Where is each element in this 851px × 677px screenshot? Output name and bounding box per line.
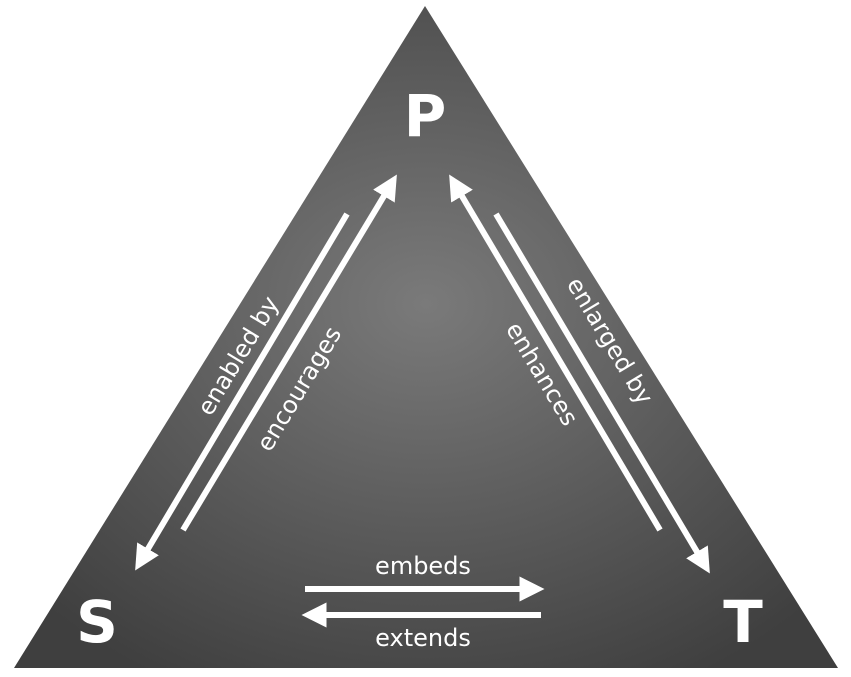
arrow-p-to-t bbox=[493, 212, 710, 574]
triangle-background bbox=[14, 6, 838, 668]
edge-label-embeds: embeds bbox=[375, 552, 471, 580]
node-label-p: P bbox=[404, 82, 447, 150]
edge-label-extends: extends bbox=[375, 624, 471, 652]
node-label-t: T bbox=[723, 588, 763, 656]
arrow-t-to-p bbox=[449, 174, 663, 532]
arrow-p-to-s bbox=[135, 212, 350, 571]
node-label-s: S bbox=[76, 588, 118, 656]
arrow-s-to-p bbox=[180, 174, 397, 532]
